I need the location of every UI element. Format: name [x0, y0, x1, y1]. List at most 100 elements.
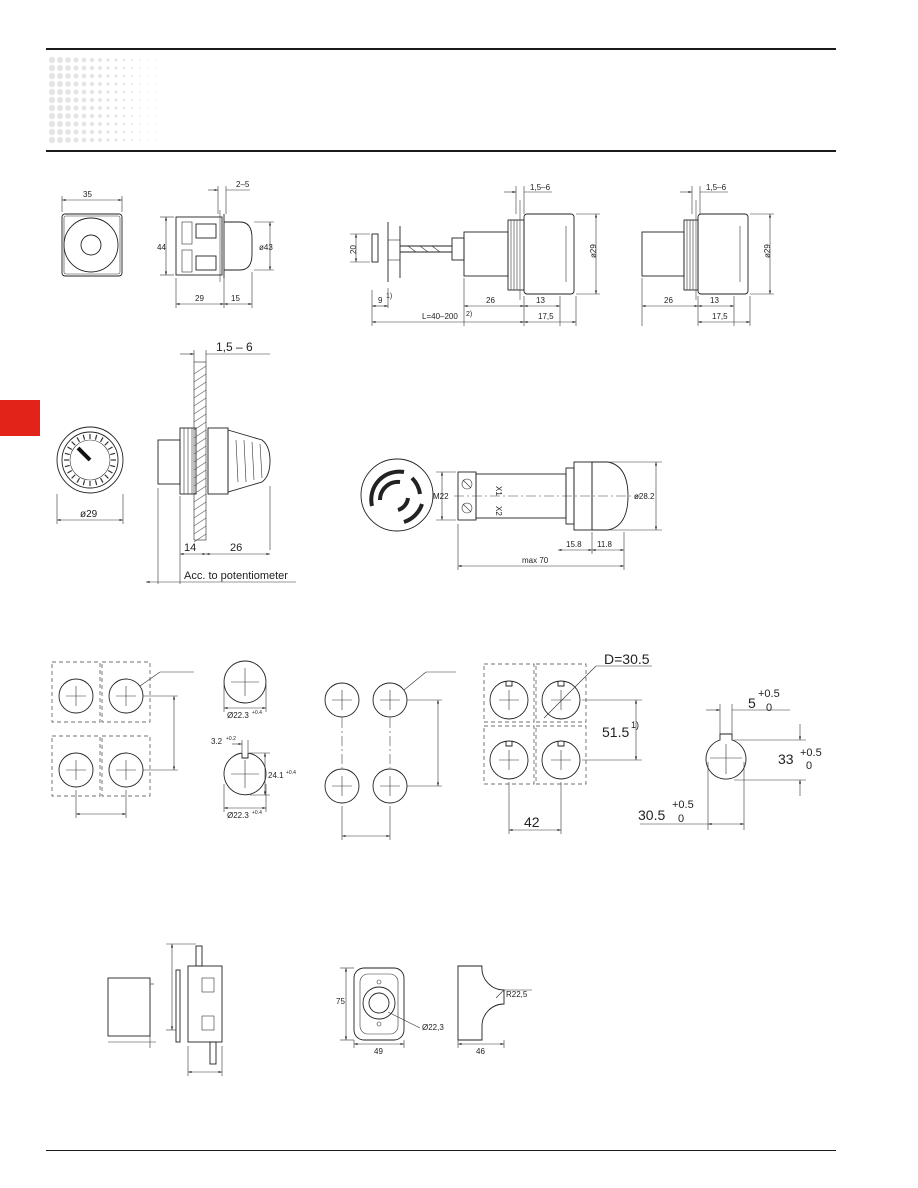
- dim-m22: M22: [433, 492, 449, 501]
- header-dot: [106, 106, 110, 110]
- header-dot: [122, 130, 126, 134]
- header-dot: [81, 81, 87, 87]
- cutout-single: Ø22.3 +0.4 3.2 +0.2 24.1 +0.4 Ø22.3 +0.4: [211, 660, 296, 820]
- header-rule: [46, 150, 836, 152]
- header-dot: [73, 73, 79, 79]
- header-dot: [57, 129, 63, 135]
- header-dot: [65, 121, 71, 127]
- dim-30-5-tol-up: +0.5: [672, 799, 694, 811]
- estop-side-view: 44 2–5 ø43 29 15: [157, 180, 274, 308]
- hatch-line: [193, 381, 207, 391]
- dim-33-tol-lo: 0: [806, 760, 812, 772]
- section-color-tab: [0, 400, 40, 436]
- header-dot: [48, 128, 56, 136]
- dim-14: 14: [184, 542, 196, 554]
- note-2: 2): [466, 311, 472, 318]
- dim-o22-3-a-tol: +0.4: [252, 710, 262, 716]
- header-dot: [89, 89, 95, 95]
- note-1a: 1): [386, 293, 392, 300]
- header-dot: [89, 113, 95, 119]
- scale-tick: [64, 464, 70, 468]
- cutout-grid-b: [324, 671, 456, 840]
- dim-o22-3-a: Ø22.3: [227, 711, 249, 720]
- header-dot: [73, 129, 79, 135]
- header-dot: [147, 107, 149, 109]
- header-dot: [57, 65, 63, 71]
- header-dot: [106, 122, 110, 126]
- scale-tick: [76, 477, 81, 483]
- header-dot: [48, 56, 56, 64]
- header-dot: [131, 115, 133, 117]
- note-1b: 1): [631, 720, 639, 730]
- header-dot: [48, 80, 56, 88]
- header-dot: [89, 97, 95, 103]
- header-dot: [98, 122, 102, 126]
- header-dot: [114, 130, 118, 134]
- header-dot: [81, 105, 87, 111]
- header-dot: [122, 98, 126, 102]
- header-dot: [155, 67, 157, 69]
- dim-29: 29: [195, 294, 204, 303]
- hatch-line: [193, 493, 207, 503]
- dim-42: 42: [524, 814, 540, 830]
- header-dot: [106, 82, 110, 86]
- header-dot: [81, 73, 87, 79]
- hatch-line: [193, 477, 207, 487]
- header-dot: [114, 74, 118, 78]
- scale-tick: [71, 441, 76, 446]
- dim-L: L=40–200: [422, 312, 458, 321]
- dim-o29-a: ø29: [589, 244, 598, 258]
- scale-tick: [110, 452, 116, 456]
- dim-17-5-b: 17,5: [712, 312, 728, 321]
- header-dot: [98, 138, 102, 142]
- header-dot: [114, 122, 118, 126]
- header-dot: [106, 138, 110, 142]
- header-dot: [155, 139, 157, 141]
- scale-tick: [104, 441, 109, 446]
- scale-tick: [71, 474, 76, 479]
- header-dot: [65, 97, 71, 103]
- dim-1-5-6-a: 1,5–6: [530, 183, 551, 192]
- dim-35: 35: [83, 190, 92, 199]
- header-dot: [106, 130, 110, 134]
- scale-tick: [64, 452, 70, 456]
- header-dot: [65, 65, 71, 71]
- header-dot: [57, 89, 63, 95]
- header-dot: [57, 97, 63, 103]
- header-dot: [114, 82, 118, 86]
- header-dot: [114, 66, 118, 70]
- header-dot: [73, 89, 79, 95]
- dim-11-8: 11.8: [597, 540, 613, 549]
- terminal-x2: X2: [494, 506, 503, 516]
- scale-tick: [67, 446, 73, 451]
- header-dot: [65, 105, 71, 111]
- dim-o22-3-b: Ø22.3: [227, 811, 249, 820]
- header-dot: [122, 122, 126, 126]
- header-dot: [114, 106, 118, 110]
- hatch-line: [193, 405, 207, 415]
- header-dot: [57, 137, 63, 143]
- header-dot: [131, 83, 133, 85]
- dim-9: 9: [378, 296, 383, 305]
- header-dot: [139, 107, 141, 109]
- header-dot: [147, 59, 149, 61]
- header-dot: [106, 98, 110, 102]
- header-dot: [147, 75, 149, 77]
- header-dot: [73, 65, 79, 71]
- header-dot: [65, 81, 71, 87]
- header-dot: [65, 73, 71, 79]
- header-dot: [81, 57, 87, 63]
- dim-o22-3-c: Ø22,3: [422, 1023, 444, 1032]
- dim-5: 5: [748, 695, 756, 711]
- header-dot: [48, 72, 56, 80]
- hatch-line: [193, 517, 207, 527]
- dim-49: 49: [374, 1047, 383, 1056]
- dim-51-5: 51.5: [602, 724, 629, 740]
- top-rule: [46, 48, 836, 50]
- header-dot: [114, 114, 118, 118]
- bottom-rule: [46, 1150, 836, 1151]
- dim-13-b: 13: [710, 296, 719, 305]
- dim-o28-2: ø28.2: [634, 492, 655, 501]
- estop-front-view: 35: [61, 190, 123, 277]
- header-dot: [155, 91, 157, 93]
